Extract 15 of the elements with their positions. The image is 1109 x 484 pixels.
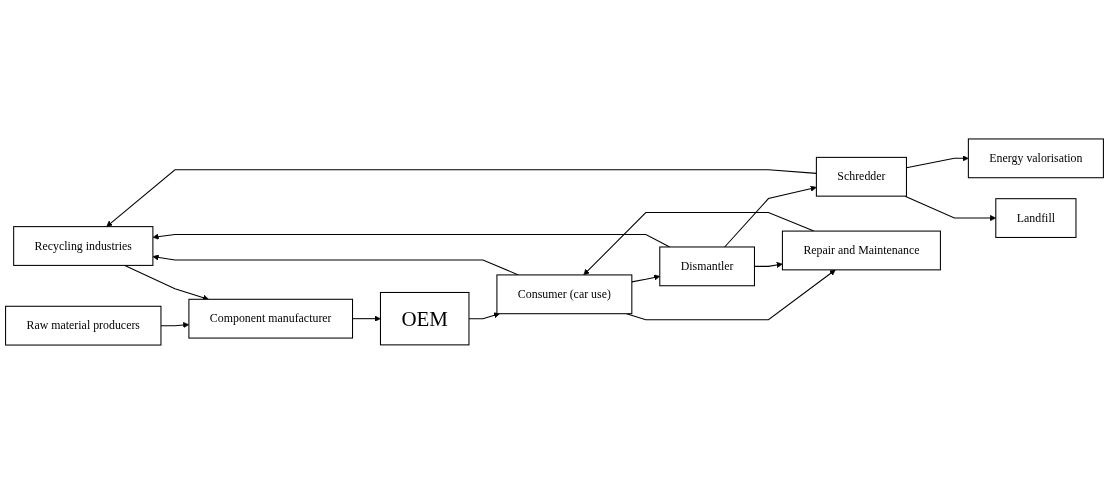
node-box: Raw material producers [5, 305, 162, 346]
node-box: Energy valorisation [967, 138, 1104, 179]
node-box: OEM [379, 291, 470, 346]
node-box: Dismantler [659, 246, 755, 287]
arrow [124, 264, 209, 301]
node-box: Recycling industries [13, 226, 154, 266]
arrow [106, 169, 817, 227]
node-box: Schredder [815, 156, 907, 197]
arrow [352, 315, 381, 322]
arrow [468, 312, 500, 320]
node-box: Component manufacturer [188, 298, 354, 339]
arrow [724, 185, 817, 248]
node-box: Consumer (car use) [496, 274, 633, 315]
node-box: Repair and Maintenance [781, 230, 941, 271]
node-box: Landfill [995, 198, 1077, 238]
